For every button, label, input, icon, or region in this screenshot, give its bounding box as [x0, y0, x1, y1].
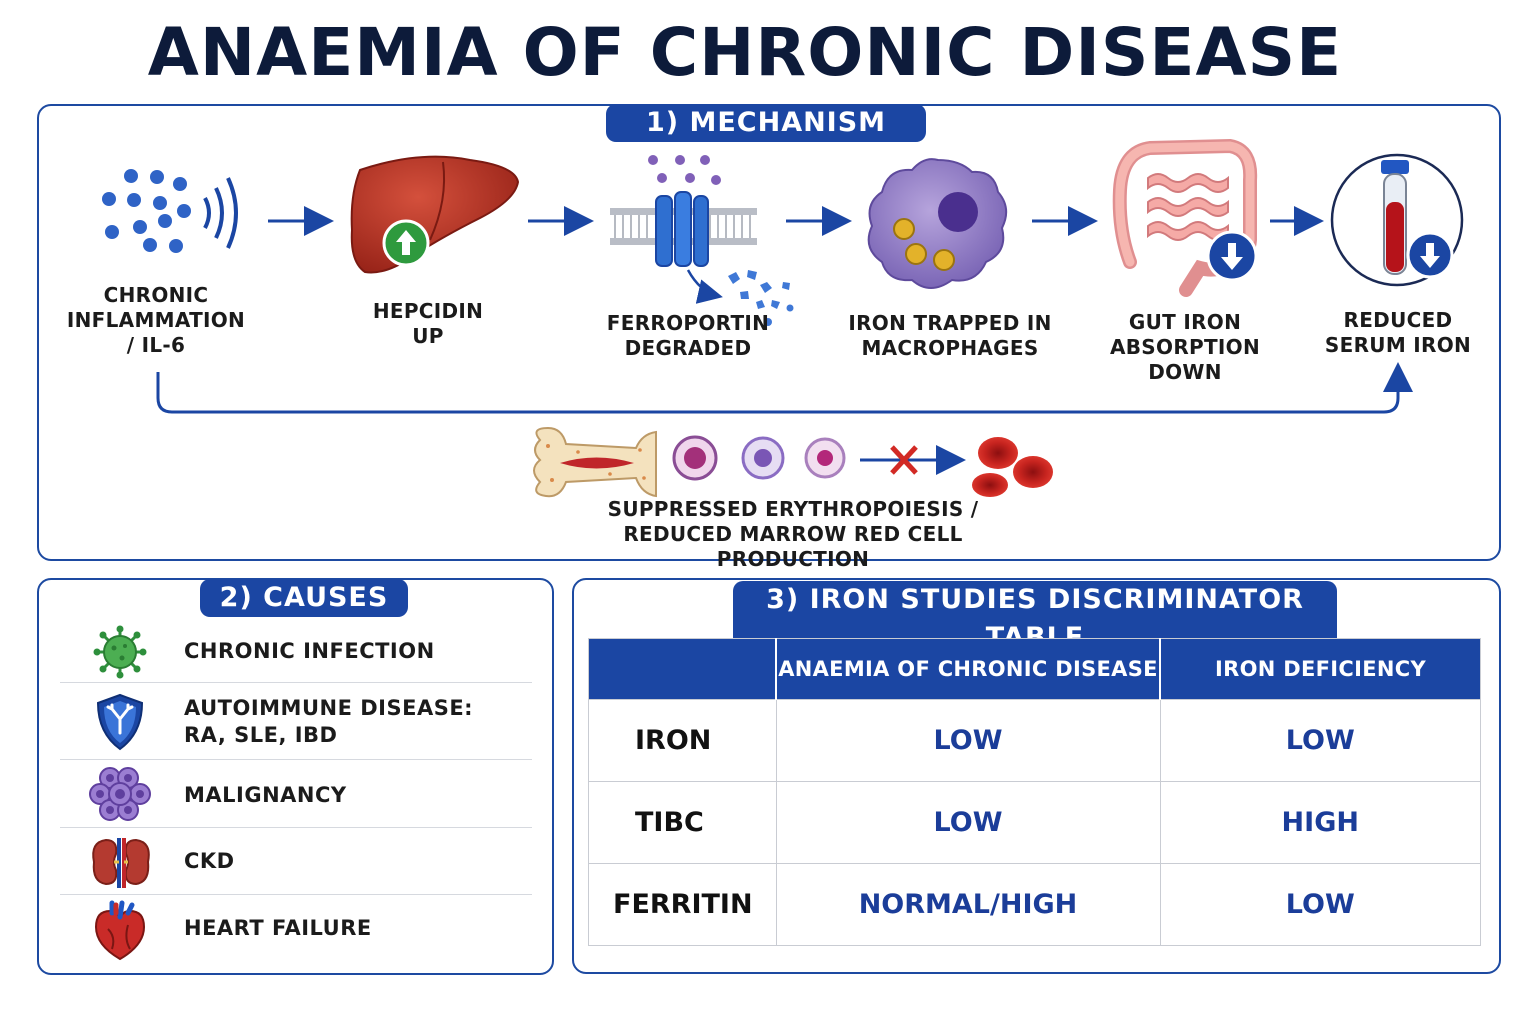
list-item: HEART FAILURE: [60, 895, 532, 961]
marrow-label: SUPPRESSED ERYTHROPOIESIS / REDUCED MARR…: [607, 497, 979, 571]
cytokine-icon: [102, 169, 238, 253]
list-item: CHRONIC INFECTION: [60, 625, 532, 683]
cell-acd-ferritin: NORMAL/HIGH: [775, 863, 1161, 946]
step-label-inflammation: CHRONIC INFLAMMATION / IL-6: [66, 283, 246, 357]
macrophage-icon: [867, 158, 1008, 289]
red-blood-cells-icon: [972, 437, 1053, 497]
row-label-iron: IRON: [588, 699, 777, 782]
list-item: CKD: [60, 828, 532, 895]
cell-acd-tibc: LOW: [775, 781, 1161, 864]
iron-studies-table: ANAEMIA OF CHRONIC DISEASE IRON DEFICIEN…: [588, 638, 1481, 946]
table-header-blank: [588, 638, 777, 700]
step-label-hepcidin: HEPCIDIN UP: [372, 299, 484, 348]
table-header-row: ANAEMIA OF CHRONIC DISEASE IRON DEFICIEN…: [588, 638, 1481, 700]
tumor-cells-icon: [89, 767, 151, 821]
mechanism-heading: 1) MECHANISM: [606, 104, 926, 142]
list-item: AUTOIMMUNE DISEASE: RA, SLE, IBD: [60, 683, 532, 760]
table-header-acd: ANAEMIA OF CHRONIC DISEASE: [776, 638, 1161, 700]
table-row: FERRITIN NORMAL/HIGH LOW: [588, 863, 1481, 946]
cause-label-ckd: CKD: [184, 849, 235, 873]
cell-acd-iron: LOW: [775, 699, 1161, 782]
liver-icon: [350, 155, 520, 274]
row-label-tibc: TIBC: [588, 781, 777, 864]
bone-marrow-icon: [533, 426, 657, 498]
cause-label-infection: CHRONIC INFECTION: [184, 639, 435, 663]
cause-label-malignancy: MALIGNANCY: [184, 783, 347, 807]
cause-label-autoimmune: AUTOIMMUNE DISEASE: RA, SLE, IBD: [184, 696, 474, 747]
immune-shield-icon: [96, 693, 144, 751]
ferroportin-channel-icon: [610, 155, 794, 326]
table-row: IRON LOW LOW: [588, 699, 1481, 782]
intestine-icon: [1112, 138, 1258, 297]
virus-icon: [93, 625, 147, 679]
precursor-cells-icon: [672, 435, 846, 481]
list-item: MALIGNANCY: [60, 760, 532, 828]
step-label-ferroportin: FERROPORTIN DEGRADED: [606, 311, 770, 360]
step-label-macrophages: IRON TRAPPED IN MACROPHAGES: [848, 311, 1052, 360]
kidneys-icon: [92, 838, 150, 888]
step-label-gut-absorption: GUT IRON ABSORPTION DOWN: [1109, 310, 1260, 384]
row-label-ferritin: FERRITIN: [588, 863, 777, 946]
blocked-cross-icon: [890, 445, 918, 475]
table-header-iron-deficiency: IRON DEFICIENCY: [1160, 638, 1481, 700]
heart-icon: [94, 900, 146, 961]
page-title: ANAEMIA OF CHRONIC DISEASE: [147, 14, 1343, 91]
step-label-serum-iron: REDUCED SERUM IRON: [1324, 308, 1472, 357]
blood-tube-icon: [1330, 153, 1464, 287]
cell-id-ferritin: LOW: [1159, 863, 1481, 946]
cell-id-tibc: HIGH: [1159, 781, 1481, 864]
cell-id-iron: LOW: [1159, 699, 1481, 782]
causes-heading: 2) CAUSES: [200, 579, 408, 617]
table-row: TIBC LOW HIGH: [588, 781, 1481, 864]
cause-label-heart-failure: HEART FAILURE: [184, 916, 372, 940]
